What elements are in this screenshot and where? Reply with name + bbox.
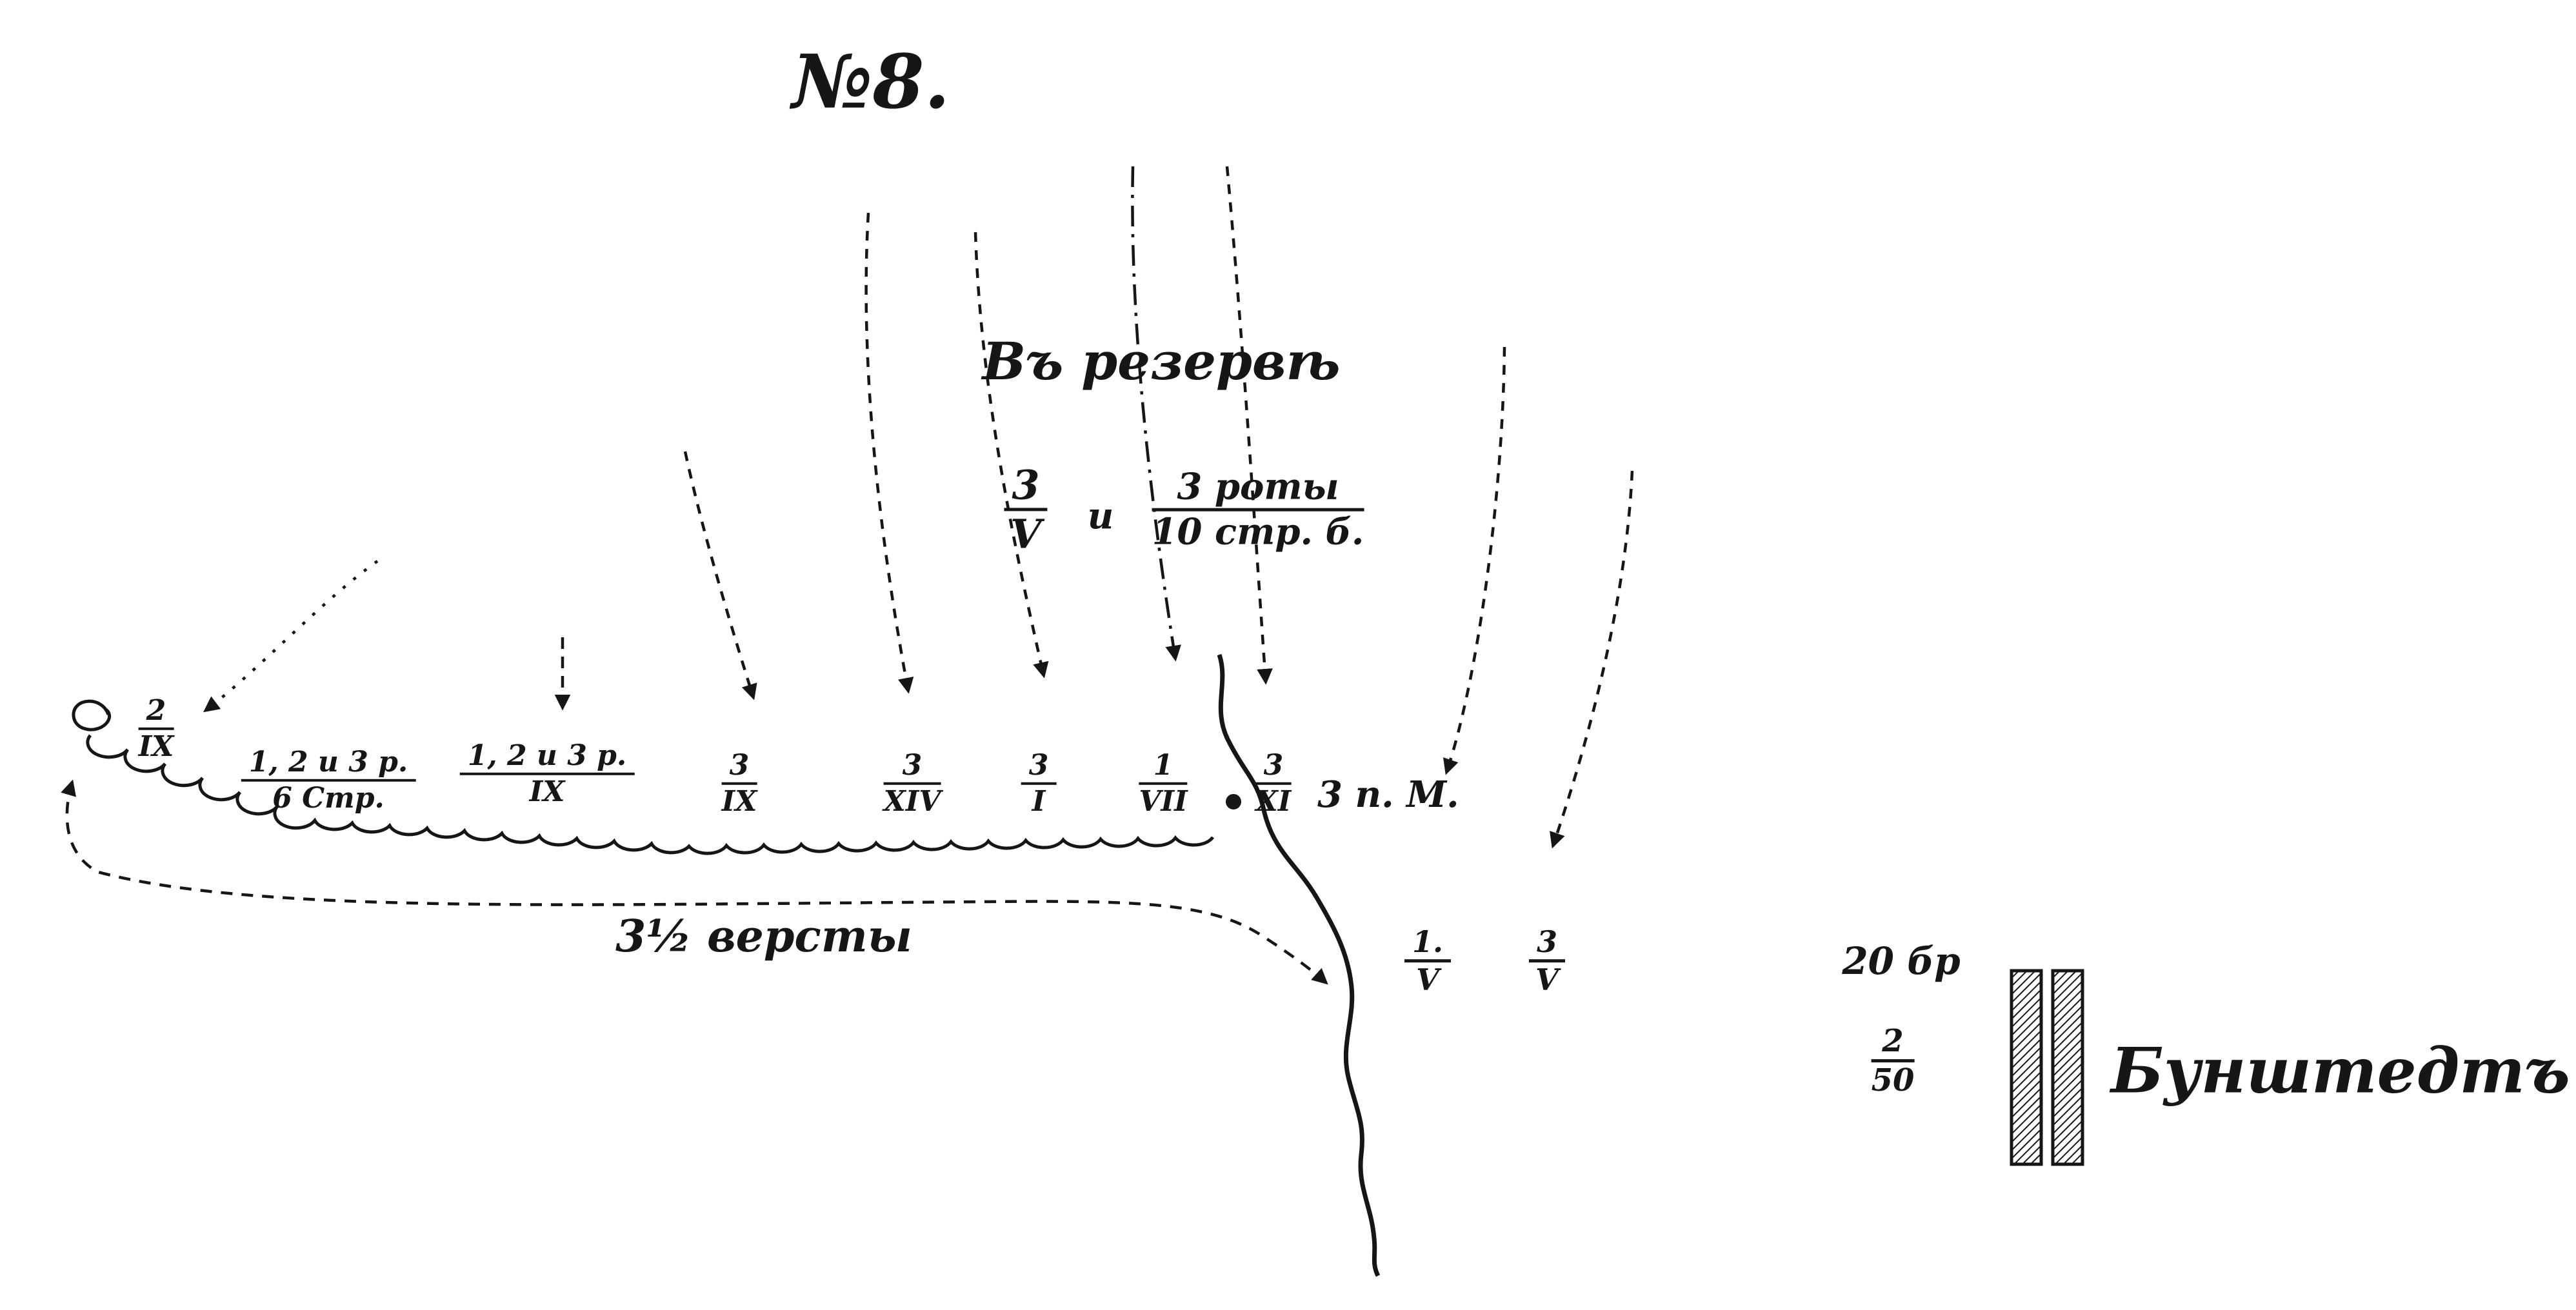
- rear-unit-2: 3 V: [1528, 926, 1566, 996]
- line-end-label: 3 п. М.: [1317, 773, 1459, 816]
- distance-route: [61, 779, 1328, 985]
- attack-arrow-1: [203, 560, 379, 713]
- reserve-heading: Въ резервѣ: [982, 331, 1341, 392]
- front-unit-3: 1, 2 и 3 р. IX: [459, 740, 635, 807]
- front-unit-2: 1, 2 и 3 р. 6 Стр.: [241, 747, 416, 813]
- front-unit-7: 1 VII: [1139, 748, 1188, 818]
- distance-label: 3½ версты: [615, 911, 912, 962]
- attack-arrow-7: [1225, 166, 1273, 685]
- reserve-unit-a: 3 V: [1004, 464, 1048, 558]
- position-dot: [1226, 794, 1241, 809]
- front-unit-1: 2 IX: [138, 693, 174, 763]
- attack-arrow-9: [1550, 470, 1634, 849]
- reserve-unit-a-den: V: [1010, 510, 1042, 558]
- legend-top-label: 20 бр: [1842, 939, 1961, 983]
- river: [1217, 653, 1381, 1277]
- attack-arrow-8: [1443, 346, 1506, 775]
- trench-start-curl: [72, 699, 112, 731]
- legend-unit-rect-1: [2010, 969, 2043, 1166]
- front-unit-4: 3 IX: [721, 748, 757, 818]
- front-unit-5: 3 XIV: [883, 748, 941, 818]
- front-unit-6: 3 I: [1021, 750, 1057, 817]
- attack-arrow-6: [1131, 166, 1181, 662]
- legend-fraction: 2 50: [1871, 1023, 1915, 1099]
- reserve-unit-b-den: 10 стр. б.: [1152, 510, 1364, 553]
- rear-unit-1: 1. V: [1404, 926, 1452, 996]
- attack-arrow-5: [973, 232, 1049, 679]
- reserve-unit-b: 3 роты 10 стр. б.: [1152, 468, 1364, 551]
- figure-number: №8.: [792, 39, 950, 126]
- attack-arrow-3: [683, 451, 757, 700]
- front-unit-8: 3 XI: [1255, 748, 1292, 818]
- legend-unit-rect-2: [2051, 969, 2084, 1166]
- legend-name: Бунштедтъ: [2111, 1034, 2570, 1107]
- reserve-unit-b-num: 3 роты: [1152, 468, 1364, 511]
- reserve-conjunction: и: [1087, 495, 1114, 537]
- reserve-unit-a-num: 3: [1004, 464, 1048, 511]
- attack-arrow-4: [864, 212, 914, 694]
